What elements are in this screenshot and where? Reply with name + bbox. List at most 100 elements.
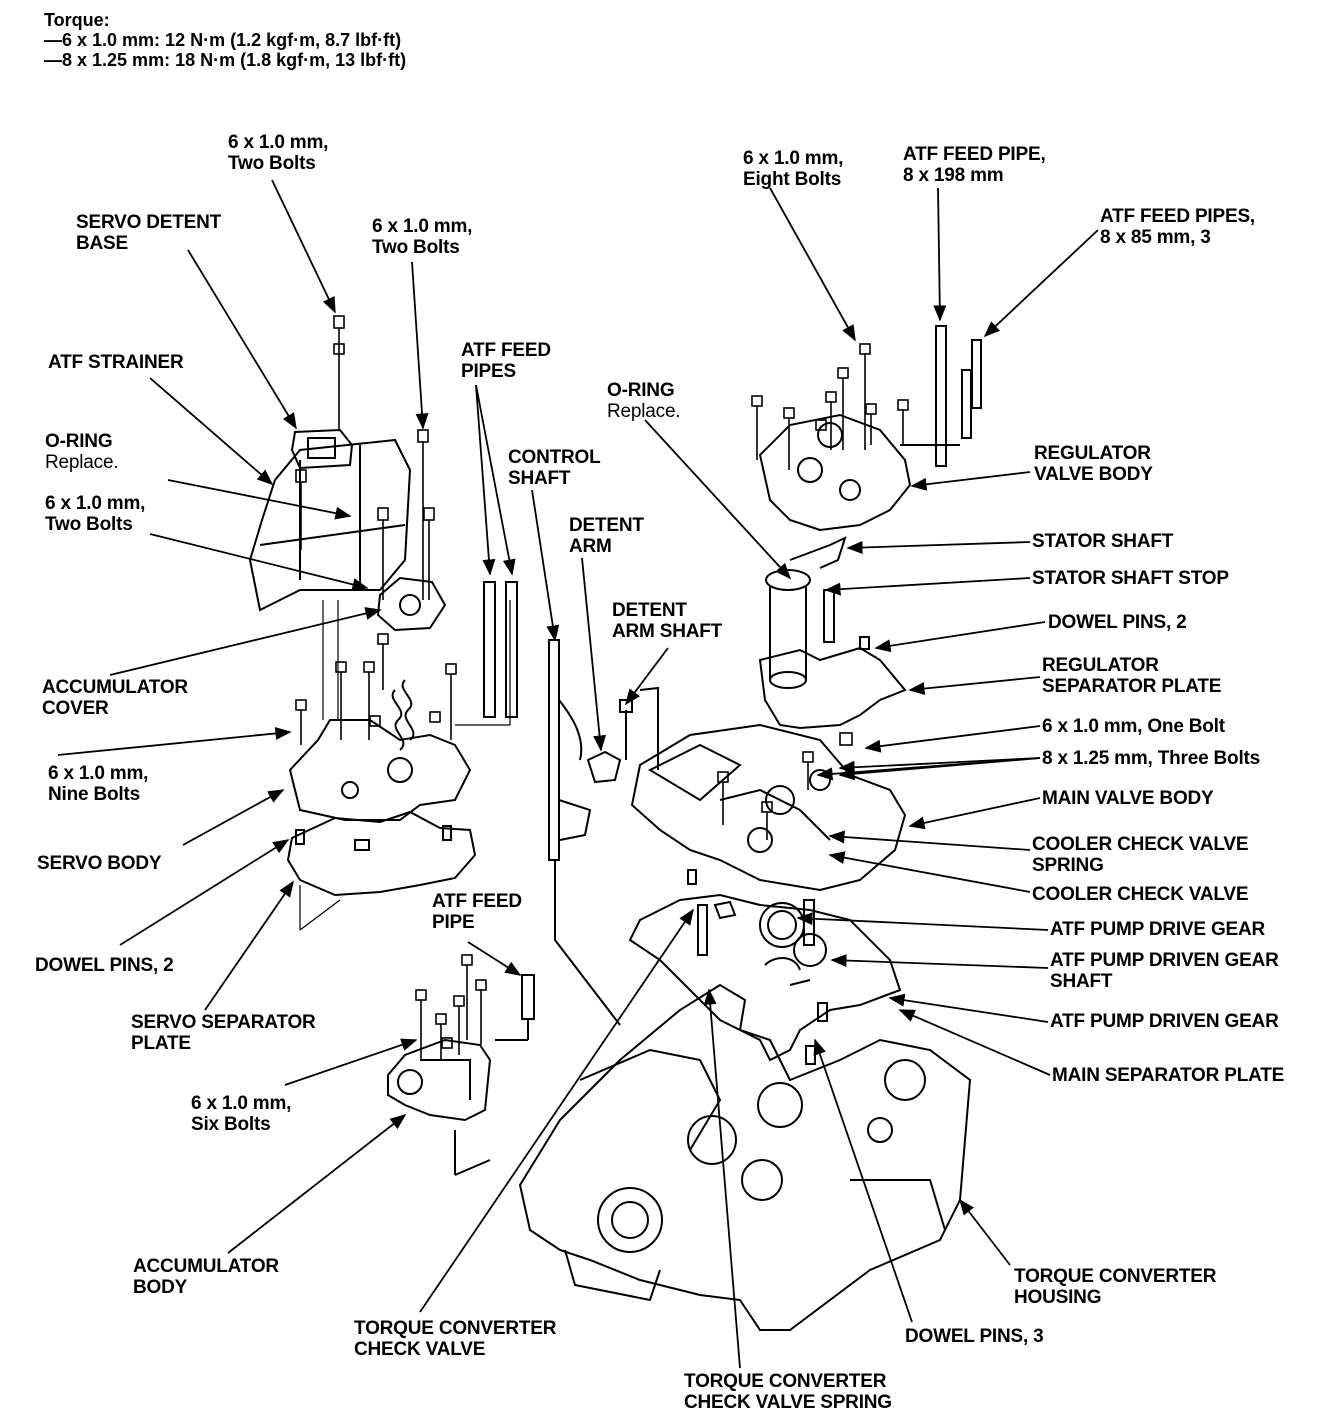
label-line: 6 x 1.0 mm, <box>228 132 329 153</box>
label-line: 6 x 1.0 mm, <box>191 1093 292 1114</box>
main-valve-body-shape <box>630 723 907 892</box>
label-line: CHECK VALVE <box>354 1339 486 1360</box>
label-line: 6 x 1.0 mm, <box>45 493 146 514</box>
servo-body-shape <box>288 679 472 821</box>
label-line: 8 x 85 mm, 3 <box>1100 227 1211 248</box>
label-bolts-8x125-three: 8 x 1.25 mm, Three Bolts <box>1042 748 1260 769</box>
label-line: Eight Bolts <box>743 169 842 190</box>
label-line: DOWEL PINS, 2 <box>1048 612 1187 633</box>
atf-strainer-shape <box>248 438 412 612</box>
label-line: STATOR SHAFT STOP <box>1032 568 1229 589</box>
label-line: ATF STRAINER <box>48 352 184 373</box>
label-line: Nine Bolts <box>48 784 140 805</box>
bolts-main-valve <box>717 732 853 840</box>
accumulator-body-shape <box>387 1038 492 1122</box>
label-line: 6 x 1.0 mm, <box>743 148 844 169</box>
label-bolts-6x1-two-c: 6 x 1.0 mm,Two Bolts <box>45 493 145 535</box>
detent-arm-shape <box>586 686 659 784</box>
label-line: Two Bolts <box>372 237 460 258</box>
label-line: 6 x 1.0 mm, <box>372 216 473 237</box>
label-line: DETENT <box>569 515 644 536</box>
regulator-separator-plate-shape <box>758 636 907 730</box>
label-line: ATF PUMP DRIVEN GEAR <box>1050 1011 1279 1032</box>
torque-line-8mm: —8 x 1.25 mm: 18 N·m (1.8 kgf·m, 13 lbf·… <box>44 50 407 70</box>
label-servo-body: SERVO BODY <box>37 853 162 874</box>
torque-converter-housing-shape <box>518 983 972 1331</box>
label-line: SERVO SEPARATOR <box>131 1012 316 1033</box>
label-line: ARM SHAFT <box>612 621 723 642</box>
label-line: Replace. <box>607 401 681 422</box>
torque-line-6mm: —6 x 1.0 mm: 12 N·m (1.2 kgf·m, 8.7 lbf·… <box>44 30 402 50</box>
label-main-separator-plate: MAIN SEPARATOR PLATE <box>1052 1065 1284 1086</box>
label-line: REGULATOR <box>1042 655 1159 676</box>
label-line: 8 x 1.25 mm, Three Bolts <box>1042 748 1261 769</box>
atf-feed-pipe-low-shape <box>454 974 535 1176</box>
label-line: BODY <box>133 1277 188 1298</box>
bolts-eight <box>751 343 909 470</box>
label-line: ACCUMULATOR <box>133 1256 279 1277</box>
label-line: SERVO DETENT <box>76 212 222 233</box>
label-stator-shaft: STATOR SHAFT <box>1032 531 1173 552</box>
torque-title: Torque: <box>44 10 110 30</box>
label-line: HOUSING <box>1014 1287 1102 1308</box>
label-line: COOLER CHECK VALVE <box>1032 884 1249 905</box>
label-line: 6 x 1.0 mm, <box>48 763 149 784</box>
label-atf-feed-pipe-198: ATF FEED PIPE,8 x 198 mm <box>903 144 1046 186</box>
label-line: MAIN VALVE BODY <box>1042 788 1214 809</box>
atf-feed-pipes-top-right-shape <box>900 325 982 467</box>
label-atf-strainer: ATF STRAINER <box>48 352 184 373</box>
label-bolts-6x1-six: 6 x 1.0 mm,Six Bolts <box>191 1093 291 1135</box>
label-bolts-6x1-nine: 6 x 1.0 mm,Nine Bolts <box>48 763 148 805</box>
label-line: Replace. <box>45 452 119 473</box>
bolts-top-left <box>295 315 435 600</box>
label-line: DOWEL PINS, 2 <box>35 955 174 976</box>
label-line: ATF PUMP DRIVEN GEAR <box>1050 950 1279 971</box>
label-line: SERVO BODY <box>37 853 162 874</box>
label-line: COOLER CHECK VALVE <box>1032 834 1249 855</box>
label-bolts-6x1-two-a: 6 x 1.0 mm,Two Bolts <box>228 132 328 174</box>
servo-detent-base-shape <box>290 428 354 470</box>
label-line: PLATE <box>131 1033 191 1054</box>
label-line: SHAFT <box>1050 971 1113 992</box>
atf-feed-pipes-mid-shape <box>483 581 518 718</box>
label-atf-pump-driven-gear: ATF PUMP DRIVEN GEAR <box>1050 1011 1279 1032</box>
label-cooler-check-valve: COOLER CHECK VALVE <box>1032 884 1249 905</box>
bolts-nine <box>295 633 457 745</box>
label-line: VALVE BODY <box>1034 464 1153 485</box>
label-line: ATF FEED <box>432 891 522 912</box>
label-bolts-6x1-eight: 6 x 1.0 mm,Eight Bolts <box>743 148 843 190</box>
label-line: ARM <box>569 536 612 557</box>
label-line: CONTROL <box>508 447 601 468</box>
label-dowel-pins-2-right: DOWEL PINS, 2 <box>1048 612 1187 633</box>
label-stator-shaft-stop: STATOR SHAFT STOP <box>1032 568 1229 589</box>
label-dowel-pins-3: DOWEL PINS, 3 <box>905 1326 1044 1347</box>
label-line: ATF PUMP DRIVE GEAR <box>1050 919 1266 940</box>
servo-separator-plate-shape <box>286 810 477 897</box>
main-separator-plate-shape <box>628 869 902 1065</box>
label-atf-feed-pipes-85: ATF FEED PIPES,8 x 85 mm, 3 <box>1100 206 1255 248</box>
label-line: 6 x 1.0 mm, One Bolt <box>1042 716 1225 737</box>
bolts-six <box>415 954 487 1060</box>
accumulator-cover-shape <box>376 576 447 632</box>
label-bolt-6x1-one: 6 x 1.0 mm, One Bolt <box>1042 716 1225 737</box>
label-line: DOWEL PINS, 3 <box>905 1326 1044 1347</box>
label-bolts-6x1-two-b: 6 x 1.0 mm,Two Bolts <box>372 216 472 258</box>
label-line: 8 x 198 mm <box>903 165 1004 186</box>
label-line: ATF FEED <box>461 340 551 361</box>
leader-lines <box>57 179 1099 1369</box>
